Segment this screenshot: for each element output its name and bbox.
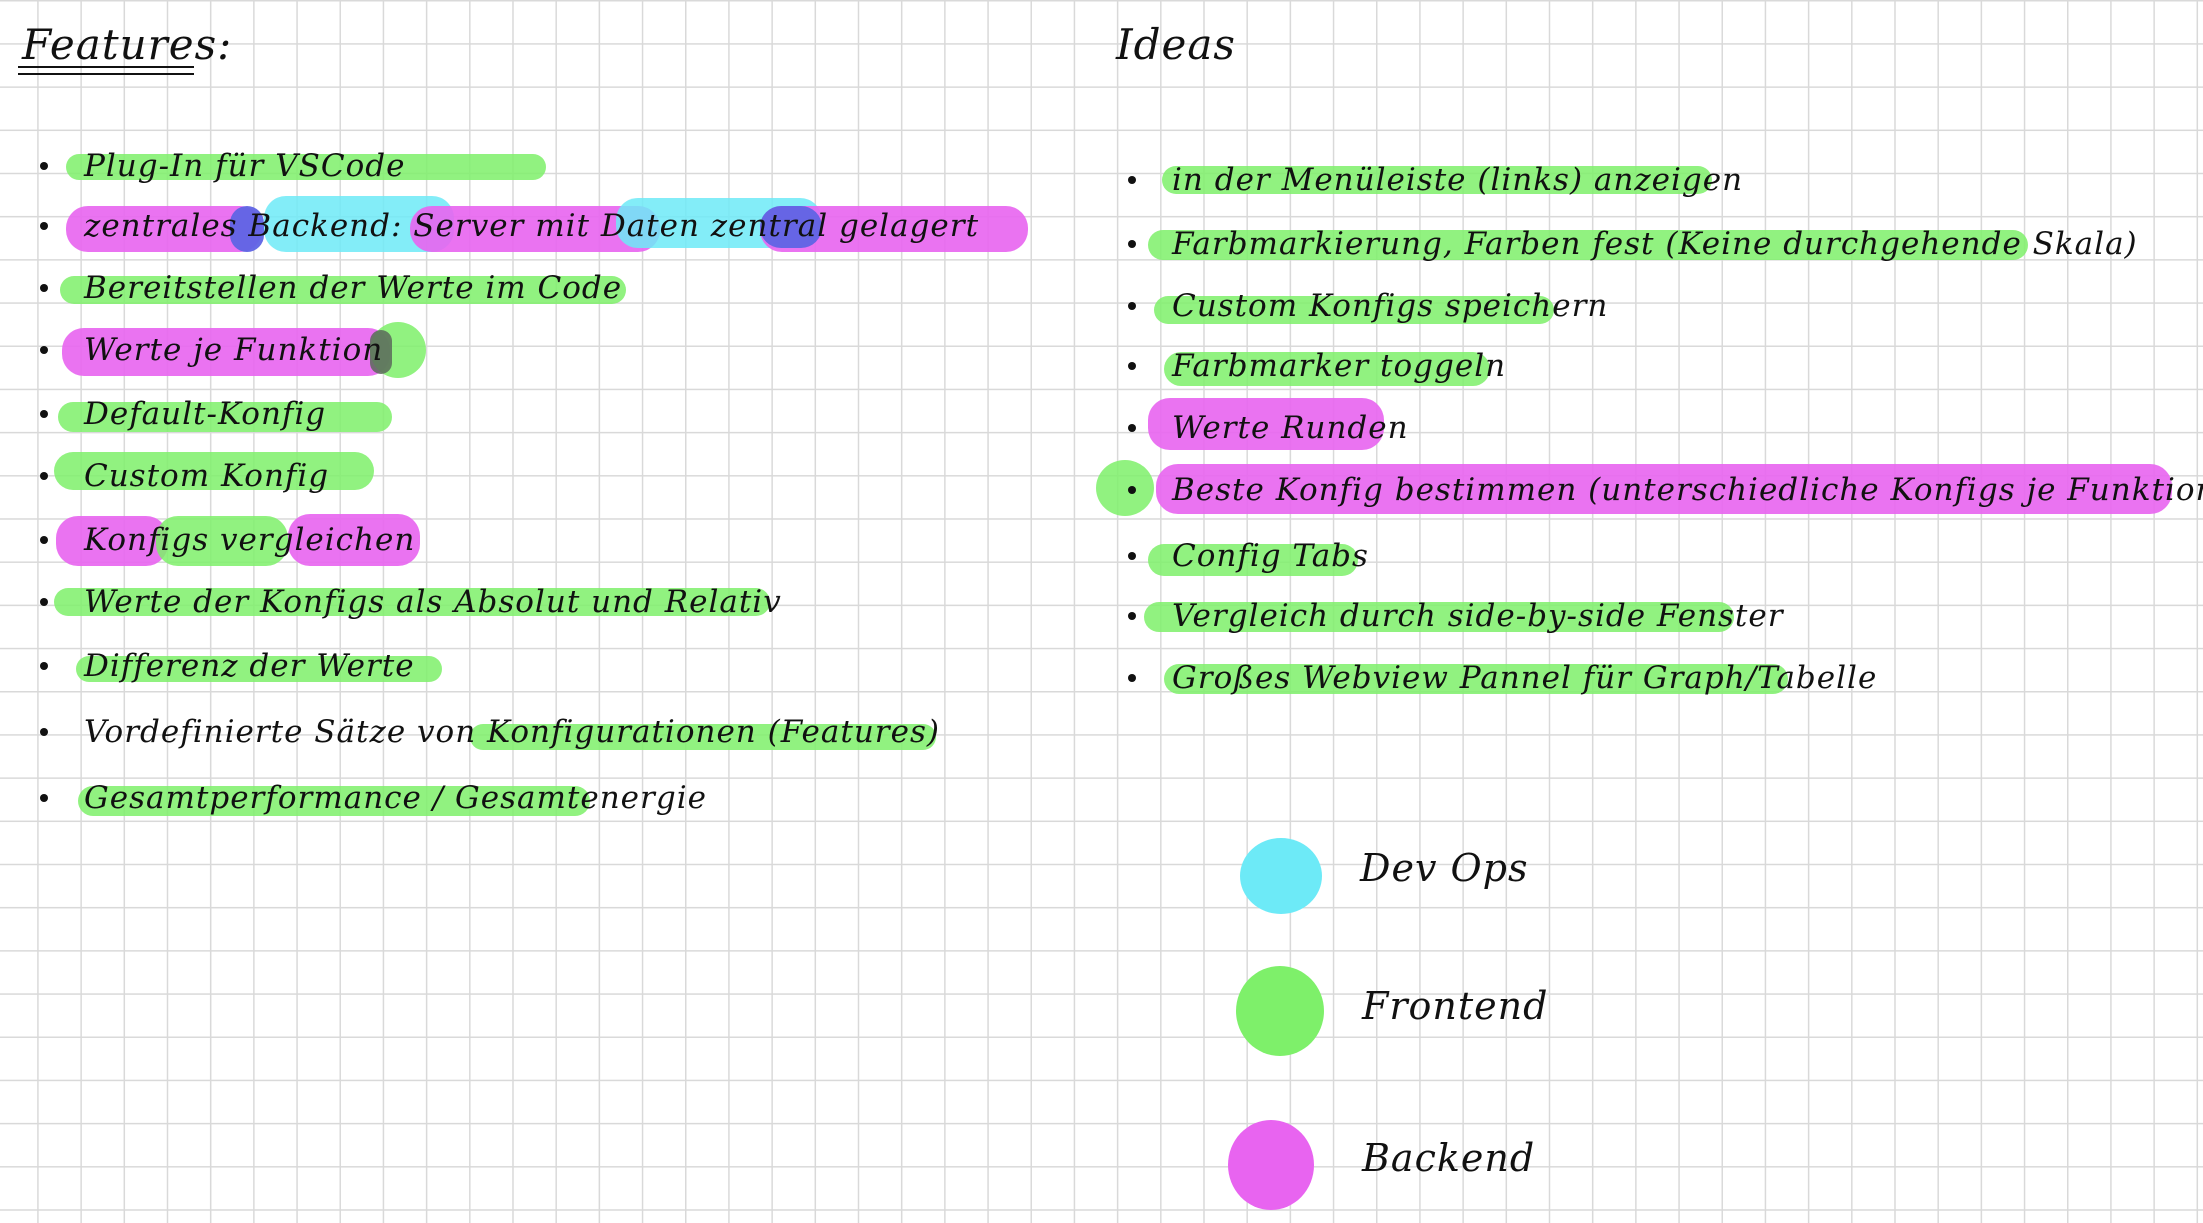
backend-highlight <box>56 516 168 566</box>
bullet-icon <box>1128 612 1136 620</box>
list-item-text: Vordefinierte Sätze von Konfigurationen … <box>84 714 940 750</box>
bullet-icon <box>40 794 48 802</box>
list-item-text: Konfigs vergleichen <box>84 522 416 558</box>
list-item: zentrales Backend: Server mit Daten zent… <box>40 196 1040 252</box>
list-item-text: Custom Konfigs speichern <box>1172 288 1609 324</box>
frontend-highlight <box>76 656 442 682</box>
bullet-icon <box>40 222 48 230</box>
list-item-text: Beste Konfig bestimmen (unterschiedliche… <box>1172 472 2203 508</box>
list-item: Config Tabs <box>1128 532 1368 580</box>
features-heading: Features: <box>22 20 233 69</box>
bullet-icon <box>1128 486 1136 494</box>
frontend-highlight <box>78 786 590 816</box>
list-item: Default-Konfig <box>40 390 420 438</box>
frontend-highlight <box>54 588 770 616</box>
list-item-text: Bereitstellen der Werte im Code <box>84 270 623 306</box>
frontend-highlight <box>54 452 374 490</box>
frontend-highlight <box>1154 296 1554 324</box>
bullet-icon <box>40 536 48 544</box>
bullet-icon <box>40 284 48 292</box>
frontend-highlight <box>156 516 288 566</box>
list-item-text: Default-Konfig <box>84 396 327 432</box>
list-item-text: Vergleich durch side-by-side Fenster <box>1172 598 1784 634</box>
backend-highlight <box>1156 464 2172 514</box>
list-item: Vergleich durch side-by-side Fenster <box>1128 592 1783 640</box>
list-item-text: Gesamtperformance / Gesamtenergie <box>84 780 707 816</box>
list-item-text: Werte je Funktion <box>84 332 384 368</box>
bullet-icon <box>1128 424 1136 432</box>
frontend-highlight <box>1096 460 1154 516</box>
list-item: in der Menüleiste (links) anzeigen <box>1128 156 1742 204</box>
overlap-highlight <box>370 330 392 374</box>
list-item: Gesamtperformance / Gesamtenergie <box>40 774 706 822</box>
list-item: Werte je Funktion <box>40 322 460 378</box>
list-item: Custom Konfigs speichern <box>1128 282 1607 330</box>
bullet-icon <box>1128 302 1136 310</box>
list-item: Konfigs vergleichen <box>40 514 440 566</box>
list-item-text: Großes Webview Pannel für Graph/Tabelle <box>1172 660 1878 696</box>
bullet-icon <box>40 162 48 170</box>
bullet-icon <box>1128 552 1136 560</box>
backend-highlight <box>66 206 262 252</box>
frontend-highlight <box>1162 166 1712 194</box>
frontend-highlight <box>470 724 936 750</box>
frontend-highlight <box>1164 352 1490 386</box>
frontend-swatch <box>1236 966 1324 1056</box>
list-item-text: Differenz der Werte <box>84 648 415 684</box>
list-item-text: zentrales Backend: Server mit Daten zent… <box>84 208 980 244</box>
list-item: Farbmarkierung, Farben fest (Keine durch… <box>1128 220 2137 268</box>
features-heading-underline <box>18 66 194 75</box>
bullet-icon <box>40 472 48 480</box>
list-item: Werte der Konfigs als Absolut und Relati… <box>40 578 782 626</box>
list-item: Farbmarker toggeln <box>1128 342 1505 390</box>
bullet-icon <box>1128 240 1136 248</box>
list-item: Differenz der Werte <box>40 642 460 690</box>
bullet-icon <box>1128 176 1136 184</box>
list-item-text: Farbmarker toggeln <box>1172 348 1507 384</box>
bullet-icon <box>40 728 48 736</box>
list-item-text: Config Tabs <box>1172 538 1369 574</box>
bullet-icon <box>40 598 48 606</box>
list-item-text: Custom Konfig <box>84 458 330 494</box>
legend-label-devops: Dev Ops <box>1360 846 1529 890</box>
overlap-highlight <box>760 206 822 248</box>
backend-highlight <box>1148 398 1384 450</box>
list-item: Werte Runden <box>1128 398 1408 452</box>
backend-swatch <box>1228 1120 1314 1210</box>
list-item-text: in der Menüleiste (links) anzeigen <box>1172 162 1744 198</box>
list-item-text: Farbmarkierung, Farben fest (Keine durch… <box>1172 226 2138 262</box>
bullet-icon <box>1128 362 1136 370</box>
frontend-highlight <box>1144 602 1734 632</box>
list-item-text: Werte Runden <box>1172 410 1409 446</box>
legend-label-backend: Backend <box>1362 1136 1536 1180</box>
list-item: Großes Webview Pannel für Graph/Tabelle <box>1128 654 1876 702</box>
list-item: Bereitstellen der Werte im Code <box>40 264 640 312</box>
list-item: Plug-In für VSCode <box>40 142 560 190</box>
devops-swatch <box>1240 838 1322 914</box>
frontend-highlight <box>1148 230 2028 260</box>
backend-highlight <box>288 514 420 566</box>
list-item: Beste Konfig bestimmen (unterschiedliche… <box>1096 460 2203 516</box>
ideas-heading: Ideas <box>1116 20 1236 69</box>
frontend-highlight <box>1164 664 1788 694</box>
list-item-text: Plug-In für VSCode <box>84 148 406 184</box>
bullet-icon <box>40 410 48 418</box>
bullet-icon <box>40 346 48 354</box>
legend-label-frontend: Frontend <box>1362 984 1549 1028</box>
bullet-icon <box>1128 674 1136 682</box>
frontend-highlight <box>1148 544 1358 576</box>
overlap-highlight <box>230 206 264 252</box>
bullet-icon <box>40 662 48 670</box>
frontend-highlight <box>60 276 626 304</box>
list-item: Custom Konfig <box>40 452 400 500</box>
list-item-text: Werte der Konfigs als Absolut und Relati… <box>84 584 782 620</box>
frontend-highlight <box>66 154 546 180</box>
list-item: Vordefinierte Sätze von Konfigurationen … <box>40 708 940 756</box>
frontend-highlight <box>58 402 392 432</box>
backend-highlight <box>62 328 390 376</box>
